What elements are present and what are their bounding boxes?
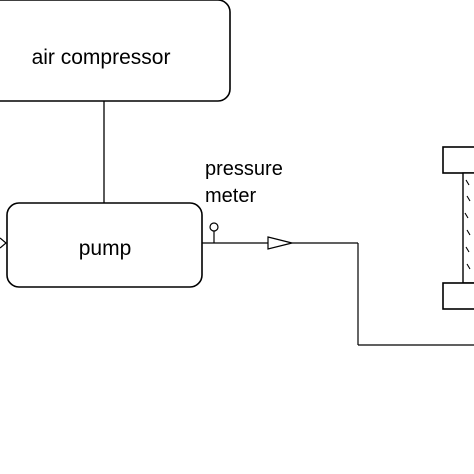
- flow-arrow-icon: [267, 236, 293, 250]
- column-bottom-cap: [442, 282, 474, 310]
- air-compressor-label: air compressor: [32, 46, 171, 69]
- column-top-cap: [442, 146, 474, 174]
- pump-inlet-mark: [0, 237, 7, 249]
- pump-label: pump: [79, 237, 132, 260]
- air-compressor-box: [0, 0, 231, 102]
- pressure-meter-icon: [209, 222, 219, 232]
- meter-label: meter: [205, 185, 256, 207]
- pump-box: [6, 202, 203, 288]
- pressure-label: pressure: [205, 158, 283, 180]
- column-fill-pattern: [464, 179, 471, 270]
